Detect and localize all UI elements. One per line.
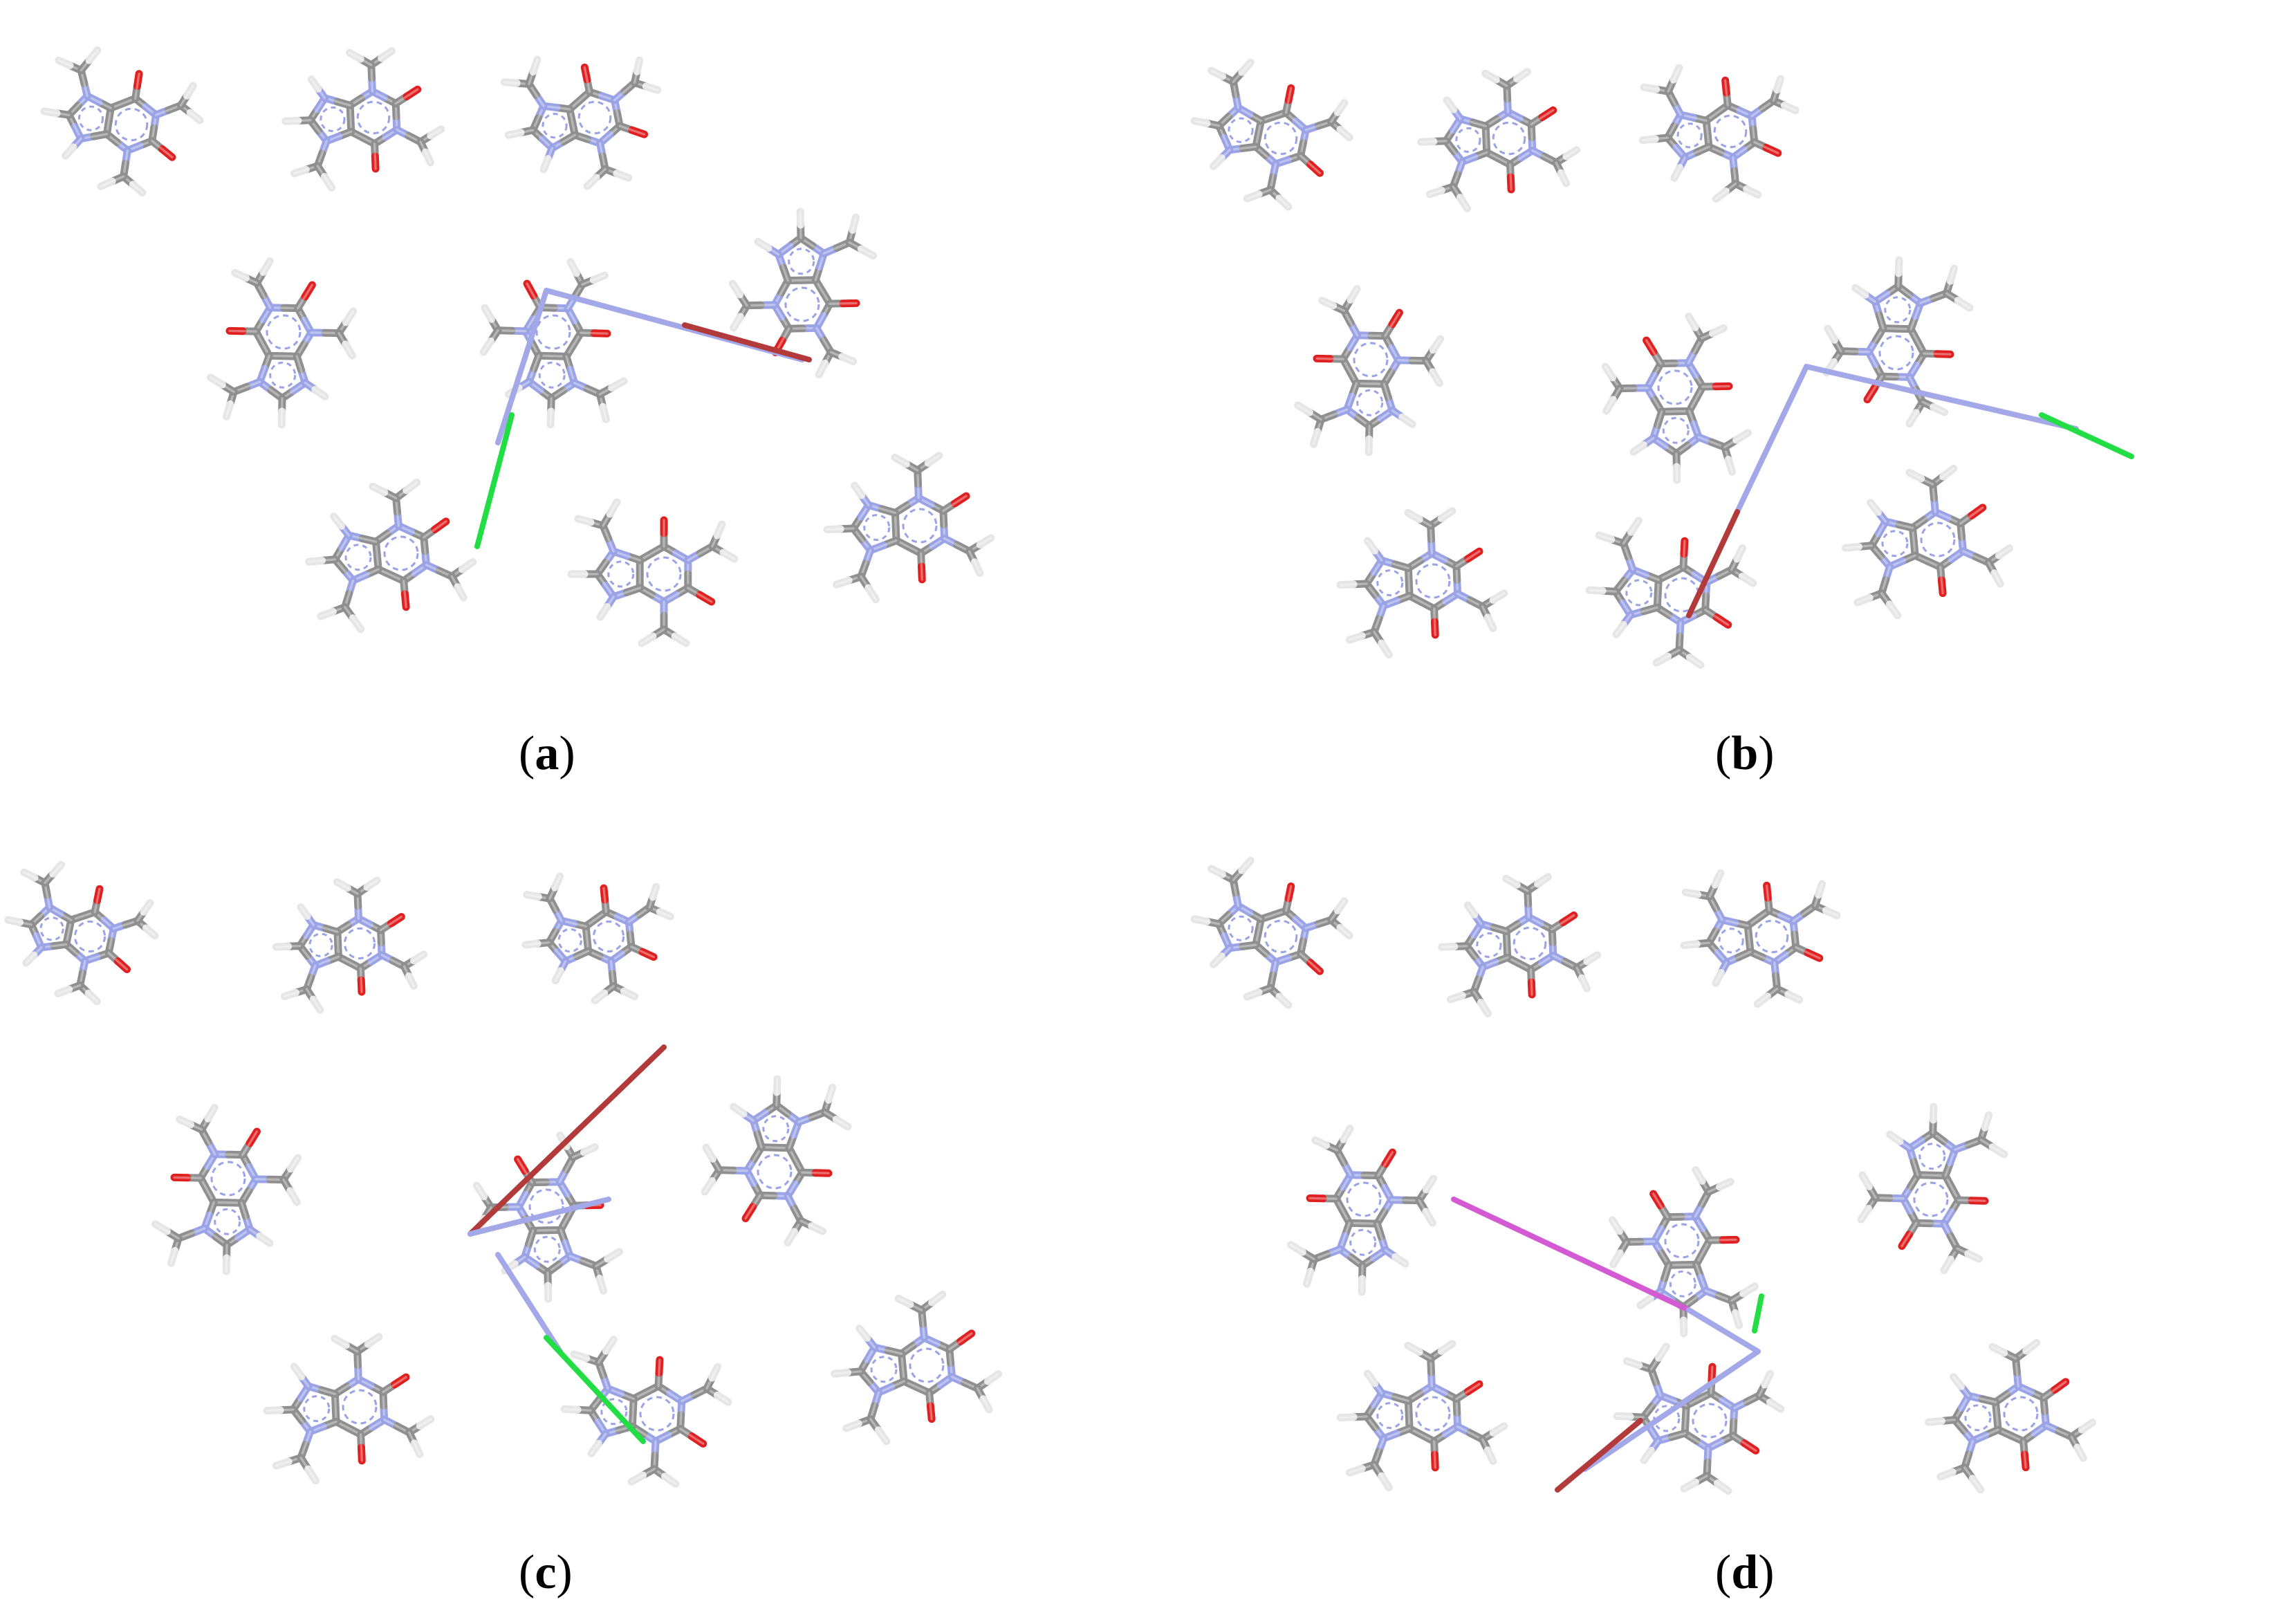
caffeine-molecule — [151, 1104, 302, 1275]
panel-b-caption: (b) — [1715, 727, 1775, 780]
panel-a: (a) — [0, 0, 1142, 812]
caffeine-molecule — [567, 498, 739, 647]
intermolecular-contact-3 — [495, 1252, 563, 1354]
caffeine-molecule — [1822, 256, 1974, 428]
caffeine-molecule — [305, 478, 477, 634]
caffeine-molecule — [207, 257, 358, 429]
intermolecular-contact-4 — [1555, 1418, 1643, 1493]
intermolecular-contact-2 — [2039, 412, 2134, 459]
caffeine-molecule — [1336, 507, 1508, 659]
panel-c: (c) — [0, 812, 1142, 1624]
caffeine-molecule — [560, 1336, 732, 1488]
panel-c-caption: (c) — [519, 1546, 573, 1599]
caffeine-molecule — [1336, 1340, 1508, 1492]
panel-a-caption: (a) — [519, 727, 575, 780]
caffeine-molecule — [1585, 517, 1757, 669]
caffeine-molecule — [1925, 1338, 2097, 1494]
molecular-packing-scene-d — [1190, 856, 2097, 1495]
intermolecular-contact-1 — [1451, 1197, 1692, 1313]
caffeine-molecule — [1601, 313, 1752, 484]
caffeine-molecule — [472, 1132, 623, 1303]
panel-c-scene — [4, 860, 1003, 1488]
intermolecular-contact-3 — [495, 288, 549, 445]
intermolecular-contact-1 — [468, 1044, 667, 1237]
caffeine-molecule — [1190, 856, 1353, 1009]
intermolecular-contact-3 — [1582, 1349, 1761, 1472]
panel-d: (d) — [1142, 812, 2285, 1624]
caffeine-molecule — [1857, 1102, 2008, 1275]
intermolecular-contact-2 — [682, 322, 812, 362]
caffeine-molecule — [272, 876, 428, 1014]
caffeine-molecule — [281, 47, 445, 192]
panel-d-scene — [1190, 856, 2097, 1495]
caffeine-molecule — [1287, 1125, 1438, 1296]
panel-b: (b) — [1142, 0, 2285, 812]
panel-b-scene — [1190, 58, 2134, 669]
intermolecular-contact-4 — [1686, 509, 1740, 618]
caffeine-molecule — [701, 1075, 852, 1247]
intermolecular-contact-3 — [1734, 364, 1809, 515]
caffeine-molecule — [1417, 68, 1581, 212]
caffeine-molecule — [40, 46, 204, 196]
caffeine-molecule — [1608, 1166, 1759, 1338]
intermolecular-contact-2 — [1686, 1307, 1761, 1354]
intermolecular-contact-2 — [468, 1197, 611, 1237]
caffeine-molecule — [521, 872, 674, 1004]
caffeine-molecule — [4, 860, 159, 1006]
caffeine-molecule — [823, 452, 995, 604]
molecular-packing-scene-a — [40, 46, 995, 647]
caffeine-molecule — [831, 1290, 1003, 1446]
caffeine-molecule — [1190, 58, 1353, 211]
caffeine-molecule — [728, 207, 878, 379]
molecular-packing-scene-c — [4, 860, 1003, 1488]
caffeine-molecule — [1438, 873, 1602, 1017]
molecular-packing-scene-b — [1190, 58, 2134, 669]
panel-d-caption: (d) — [1715, 1546, 1775, 1599]
caffeine-molecule — [479, 258, 628, 429]
caffeine-molecule — [1294, 285, 1445, 456]
caffeine-molecule — [1842, 464, 2014, 620]
intermolecular-contact-4 — [474, 412, 515, 549]
caffeine-molecule — [1680, 869, 1841, 1008]
panel-a-scene — [40, 46, 995, 647]
caffeine-molecule — [263, 1333, 435, 1485]
caffeine-molecule — [1638, 64, 1800, 203]
caffeine-molecule — [500, 55, 662, 190]
intermolecular-contact-5 — [1752, 1293, 1764, 1334]
intermolecular-contact-4 — [544, 1335, 646, 1444]
caffeine-molecule — [1613, 1342, 1785, 1495]
intermolecular-contact-1 — [1804, 364, 2079, 432]
